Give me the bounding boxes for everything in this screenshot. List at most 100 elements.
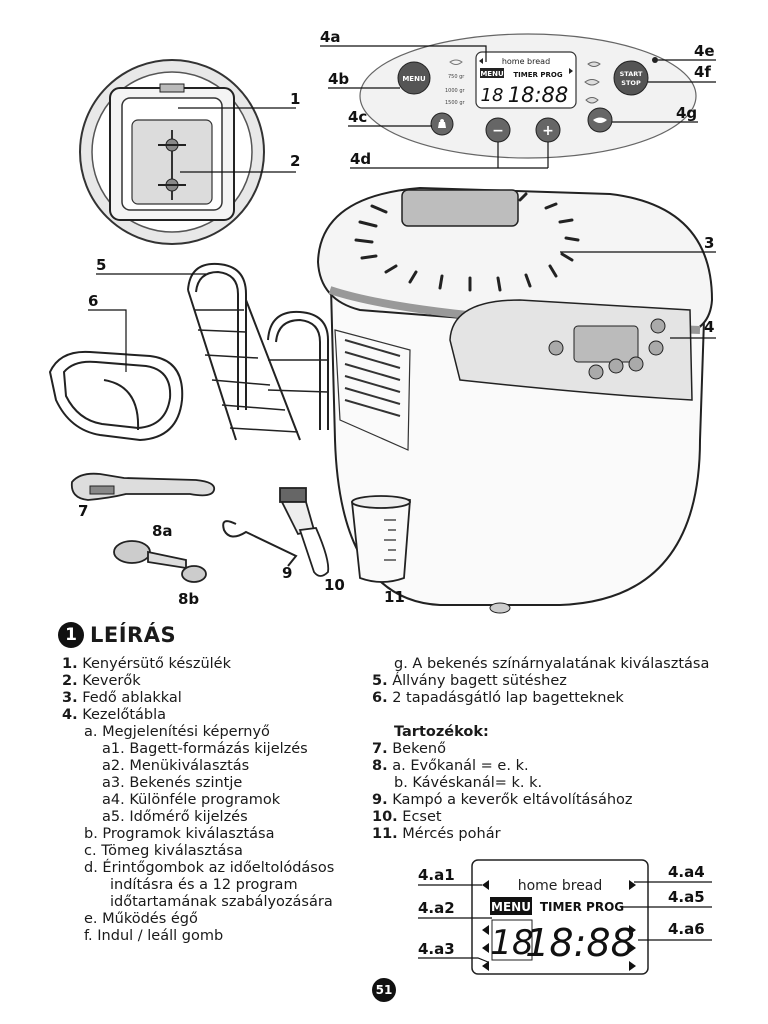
callout-10: 10 xyxy=(324,576,345,594)
list-item: f. Indul / leáll gomb xyxy=(84,928,224,944)
product-illustration: 1 2 MENU 750 gr 1000 gr 1500 gr home bre… xyxy=(48,28,716,614)
callout-4: 4 xyxy=(704,318,714,336)
callout-4g: 4g xyxy=(676,104,697,122)
callout-4d: 4d xyxy=(350,150,371,168)
panel-lcd-menu-box xyxy=(480,68,504,78)
baguette-rack xyxy=(187,262,329,441)
list-item: 2. Keverők xyxy=(62,673,141,689)
control-panel: MENU 750 gr 1000 gr 1500 gr home bread M… xyxy=(359,33,697,159)
section-number-badge: 1 xyxy=(58,622,84,648)
callout-8b: 8b xyxy=(178,590,199,608)
section-title: LEÍRÁS xyxy=(90,623,177,647)
lcd-detail-frame xyxy=(471,859,649,975)
crust-icon xyxy=(593,117,607,123)
list-item: 11. Mércés pohár xyxy=(372,826,501,842)
callout-4f: 4f xyxy=(694,63,711,81)
list-item: c. Tömeg kiválasztása xyxy=(84,843,243,859)
list-item: 1. Kenyérsütő készülék xyxy=(62,656,231,672)
power-indicator-light xyxy=(652,57,658,63)
list-item: indításra és a 12 program xyxy=(110,877,298,893)
list-item: 4. Kezelőtábla xyxy=(62,707,167,723)
callout-4a1: 4.a1 xyxy=(418,866,455,884)
lcd-detail-time: 18:88 xyxy=(525,921,635,965)
bread-pan-inset xyxy=(79,59,265,245)
measuring-cup xyxy=(351,495,411,583)
callout-4a6: 4.a6 xyxy=(668,920,705,938)
start-stop-button[interactable] xyxy=(613,60,649,96)
non-stick-sheets xyxy=(48,350,184,442)
list-item: 7. Bekenő xyxy=(372,741,446,757)
parts-list-left: 1. Kenyérsütő készülék 2. Keverők 3. Fed… xyxy=(62,656,382,945)
list-item: a5. Időmérő kijelzés xyxy=(102,809,248,825)
loaf-small-icon xyxy=(449,59,463,65)
list-item: a3. Bekenés szintje xyxy=(102,775,243,791)
list-item: 5. Állvány bagett sütéshez xyxy=(372,673,567,689)
baguette-indicator-arrow xyxy=(482,880,489,890)
menu-button-label: MENU xyxy=(402,75,426,83)
kneader-paddle xyxy=(70,472,216,501)
measuring-spoons xyxy=(113,540,207,583)
callout-4a: 4a xyxy=(320,28,341,46)
list-item: b. Kávéskanál= k. k. xyxy=(394,775,543,791)
lid-window xyxy=(401,189,519,227)
section-heading: 1 LEÍRÁS xyxy=(58,622,176,648)
machine-lcd xyxy=(573,325,639,363)
list-item: 6. 2 tapadásgátló lap bagetteknek xyxy=(372,690,624,706)
weight-1500-label: 1500 gr xyxy=(445,100,465,106)
pastry-brush xyxy=(279,487,330,577)
bread-maker xyxy=(316,186,714,614)
callout-4a4: 4.a4 xyxy=(668,863,705,881)
panel-lcd xyxy=(475,51,577,109)
callout-4b: 4b xyxy=(328,70,349,88)
callout-4a5: 4.a5 xyxy=(668,888,705,906)
callout-4a3: 4.a3 xyxy=(418,940,455,958)
callout-4c: 4c xyxy=(348,108,367,126)
list-item: 8. a. Evőkanál = e. k. xyxy=(372,758,529,774)
callout-4a2: 4.a2 xyxy=(418,899,455,917)
weight-1000-label: 1000 gr xyxy=(445,88,465,94)
list-item: a2. Menükiválasztás xyxy=(102,758,250,774)
menu-button[interactable] xyxy=(397,61,431,95)
callout-7: 7 xyxy=(78,502,88,520)
lcd-detail-menu-box xyxy=(490,897,532,915)
crust-level-icon xyxy=(584,61,601,104)
stop-label: STOP xyxy=(621,79,641,87)
list-item: g. A bekenés színárnyalatának kiválasztá… xyxy=(394,656,710,672)
callout-9: 9 xyxy=(282,564,292,582)
list-item: e. Működés égő xyxy=(84,911,198,927)
minus-icon: − xyxy=(492,123,504,139)
list-item: a4. Különféle programok xyxy=(102,792,281,808)
list-item: 10. Ecset xyxy=(372,809,442,825)
list-item: a. Megjelenítési képernyő xyxy=(84,724,270,740)
list-item: 3. Fedő ablakkal xyxy=(62,690,182,706)
list-item: 9. Kampó a keverők eltávolításához xyxy=(372,792,633,808)
list-item: időtartamának szabályozására xyxy=(110,894,333,910)
weight-750-label: 750 gr xyxy=(448,74,465,80)
program-indicator-arrow xyxy=(629,880,636,890)
removal-hook xyxy=(222,520,298,567)
callout-6: 6 xyxy=(88,292,98,310)
panel-lcd-prog-num: 18 xyxy=(481,85,504,106)
panel-lcd-time: 18:88 xyxy=(508,83,569,107)
list-item: a1. Bagett-formázás kijelzés xyxy=(102,741,308,757)
callout-5: 5 xyxy=(96,256,106,274)
panel-lcd-menu: MENU xyxy=(480,70,504,78)
list-spacer xyxy=(372,707,752,724)
page-number: 51 xyxy=(372,978,396,1002)
lcd-detail-prog-box xyxy=(491,919,533,961)
start-label: START xyxy=(620,70,643,78)
crust-level-arrows xyxy=(482,925,489,971)
lcd-detail-brand: home bread xyxy=(518,878,603,894)
parts-list-right: g. A bekenés színárnyalatának kiválasztá… xyxy=(372,656,752,843)
lcd-detail-prog-num: 18 xyxy=(490,923,533,963)
callout-2: 2 xyxy=(290,152,300,170)
callout-11: 11 xyxy=(384,588,405,606)
lcd-detail-timer-prog: TIMER PROG xyxy=(540,900,624,914)
panel-lcd-brand: home bread xyxy=(502,57,550,66)
callout-1: 1 xyxy=(290,90,300,108)
plus-icon: + xyxy=(542,123,554,139)
callout-4e: 4e xyxy=(694,42,715,60)
lcd-detail-menu: MENU xyxy=(491,900,531,914)
callout-8a: 8a xyxy=(152,522,173,540)
program-arrows xyxy=(629,925,636,971)
